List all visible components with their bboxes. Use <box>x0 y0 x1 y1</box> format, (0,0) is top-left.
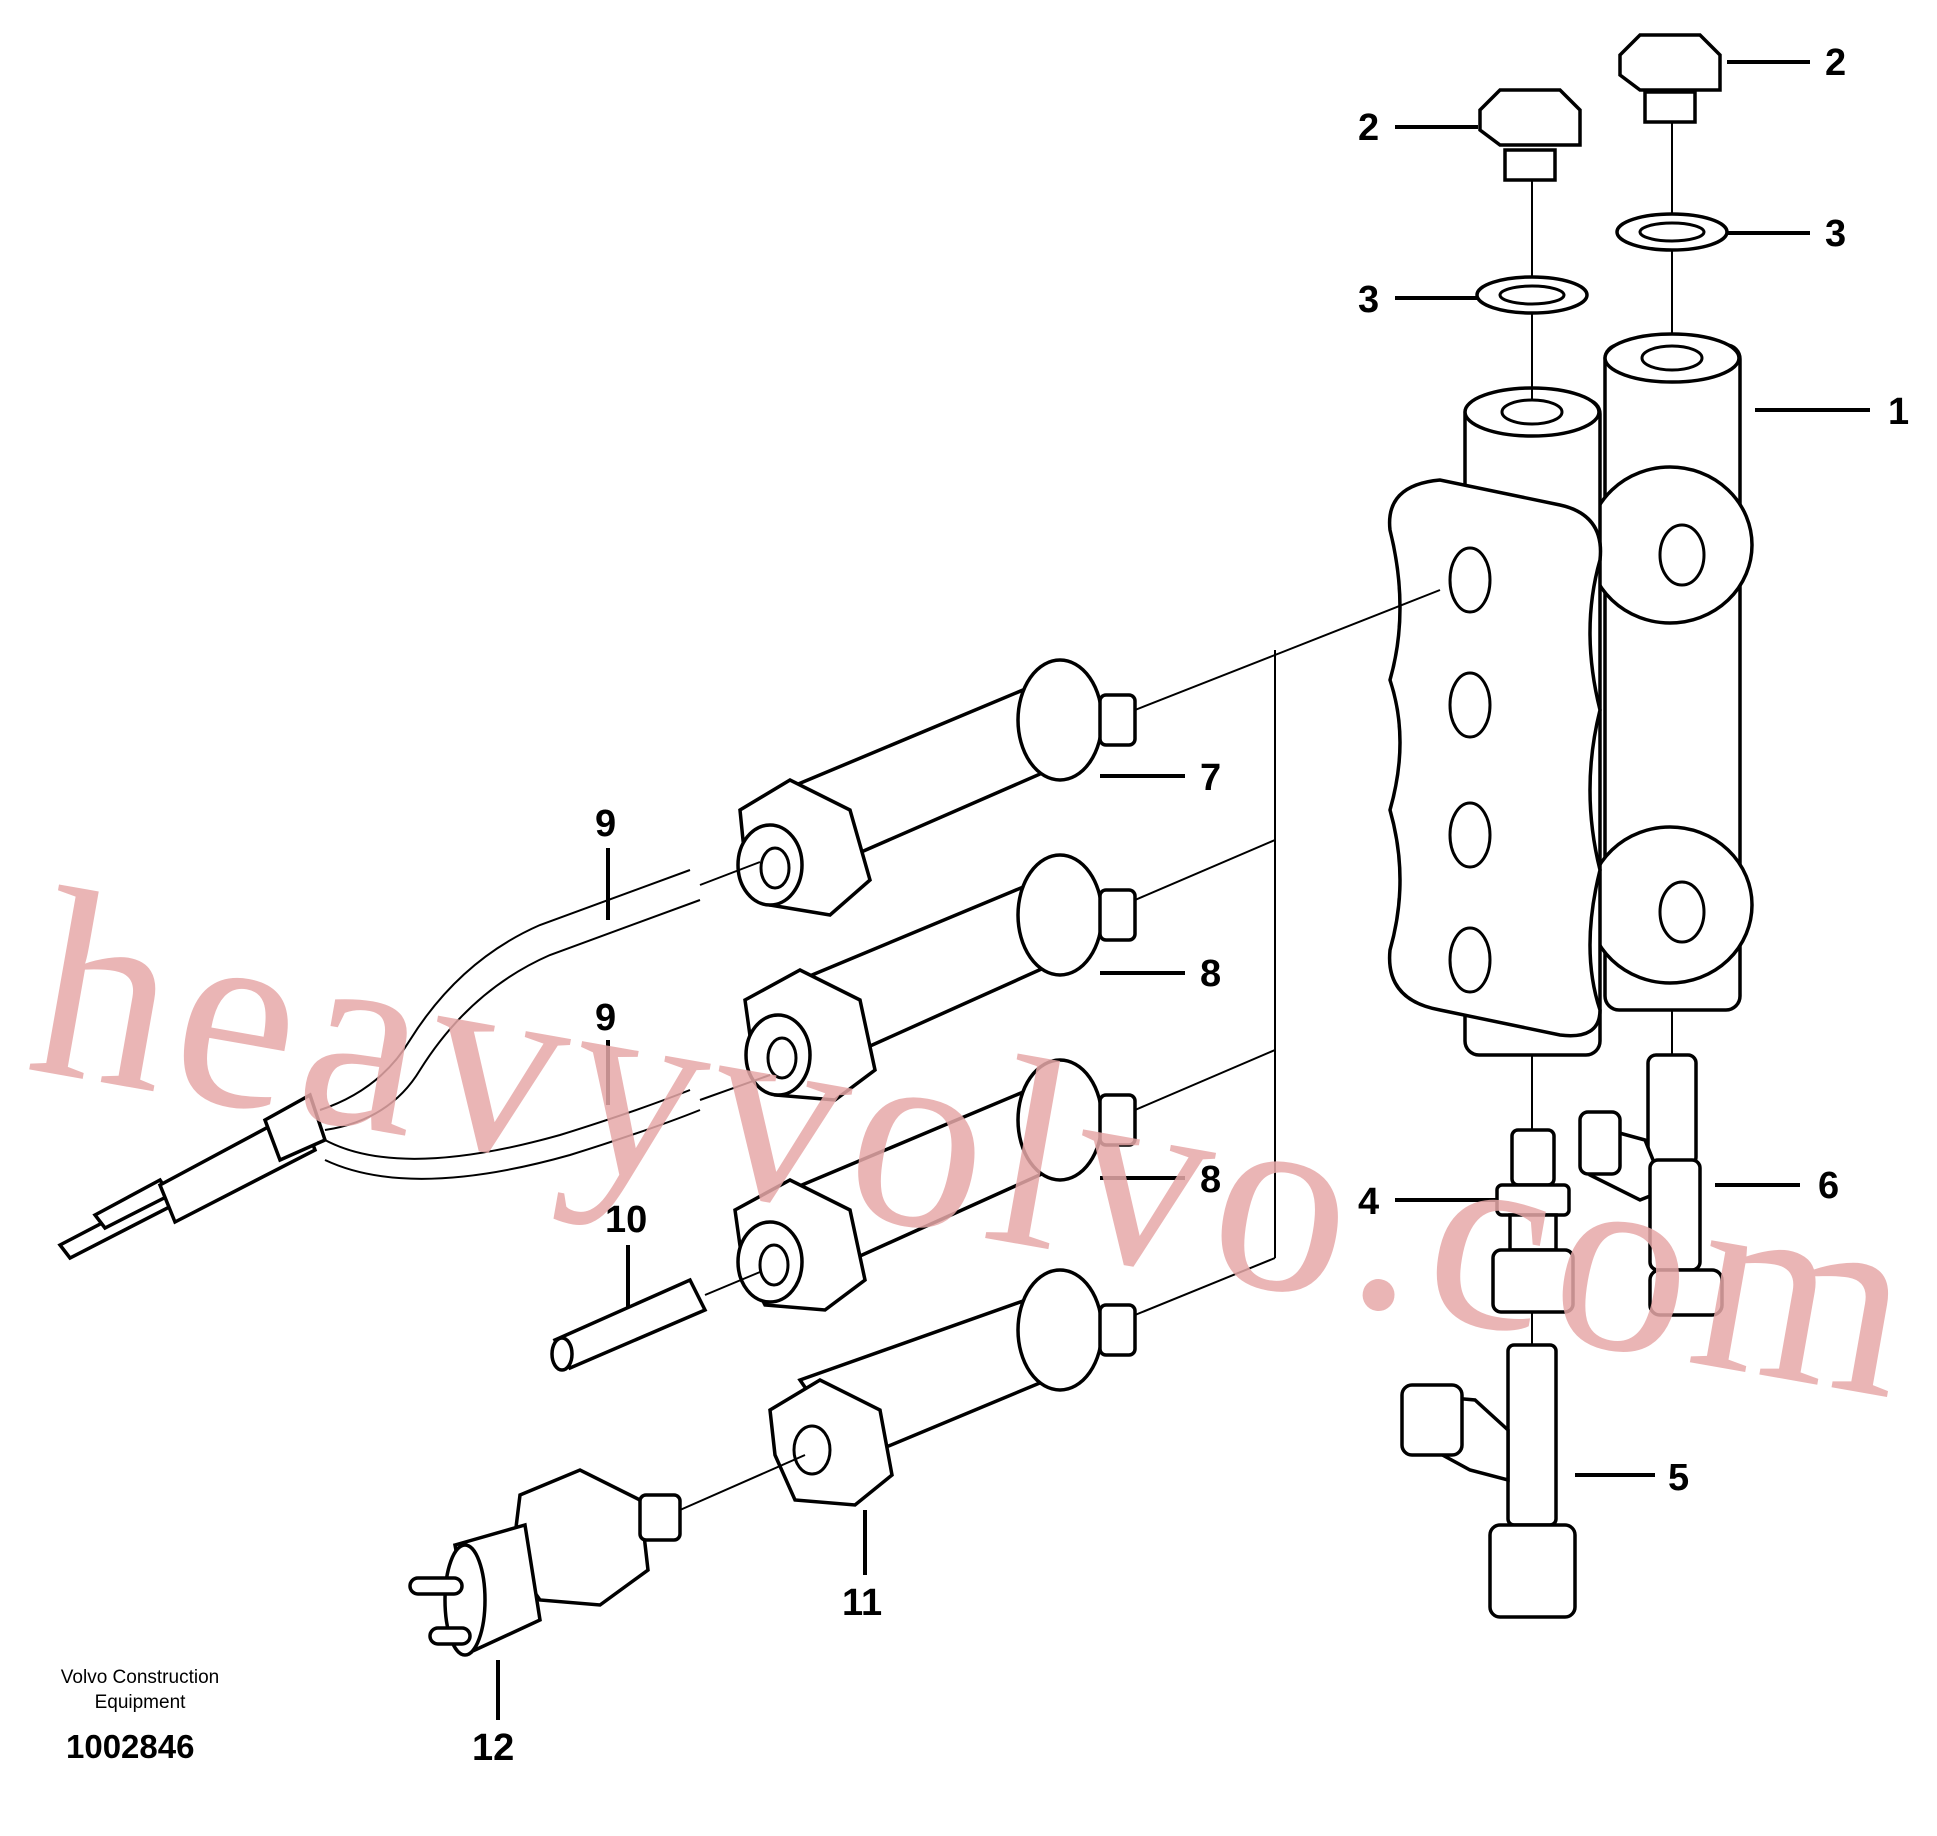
pressure-switch-12 <box>408 1454 806 1657</box>
callout-9-upper: 9 <box>595 803 616 845</box>
cable-10 <box>550 1271 761 1372</box>
connection-lines <box>1274 589 1441 1258</box>
manifold-block <box>1387 332 1754 1057</box>
callout-8-upper: 8 <box>1200 953 1221 995</box>
callout-1: 1 <box>1888 391 1909 433</box>
callout-6: 6 <box>1818 1165 1839 1207</box>
cable-harness <box>57 861 771 1261</box>
sensor-7 <box>736 654 1276 917</box>
callout-5: 5 <box>1668 1457 1689 1499</box>
callout-2-right: 2 <box>1825 42 1846 84</box>
callout-8-lower: 8 <box>1200 1159 1221 1201</box>
callout-10: 10 <box>605 1199 647 1241</box>
plug-right <box>1615 33 1729 335</box>
callout-4: 4 <box>1358 1181 1379 1223</box>
credit-line-1: Volvo Construction <box>61 1667 219 1688</box>
sensor-8-upper <box>743 839 1276 1102</box>
tee-fitting-6 <box>1578 1010 1724 1317</box>
figure-code: 1002846 <box>66 1728 194 1765</box>
callout-2-left: 2 <box>1358 107 1379 149</box>
leader-lines <box>496 60 1870 1720</box>
callout-9-lower: 9 <box>595 997 616 1039</box>
tee-fitting-5 <box>1400 1343 1577 1619</box>
nipple-fitting <box>1491 1055 1575 1345</box>
callout-11: 11 <box>842 1582 882 1624</box>
callout-3-right: 3 <box>1825 213 1846 255</box>
credit-line-2: Equipment <box>95 1692 187 1713</box>
plug-left <box>1475 88 1589 400</box>
callout-3-left: 3 <box>1358 279 1379 321</box>
callout-7: 7 <box>1200 757 1221 799</box>
callout-12: 12 <box>472 1727 514 1769</box>
sensor-11 <box>768 1257 1276 1507</box>
sensor-8-lower <box>733 1049 1276 1312</box>
